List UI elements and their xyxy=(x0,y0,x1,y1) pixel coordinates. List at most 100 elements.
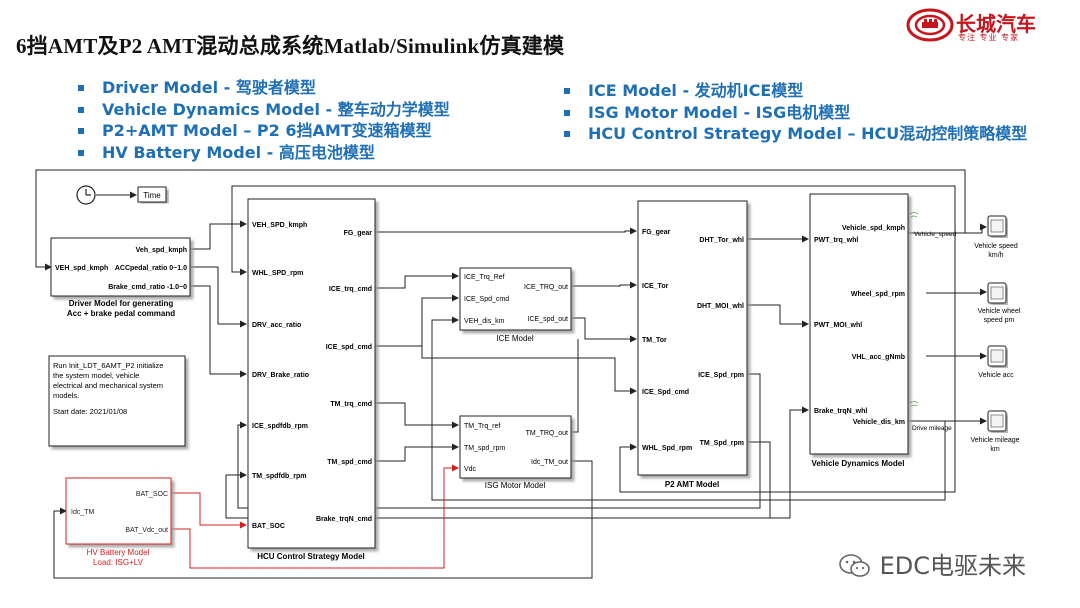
port-label: Brake_trqN_cmd xyxy=(316,516,372,523)
scope-vehicle-mileage[interactable]: Vehicle mileage km xyxy=(970,410,1020,453)
bullet-item: HV Battery Model - 高压电池模型 xyxy=(76,142,450,164)
block-caption: Driver Model for generating xyxy=(69,299,174,308)
port-label: FG_gear xyxy=(642,229,671,236)
port-label: ICE_spd_out xyxy=(528,316,569,323)
block-caption: P2 AMT Model xyxy=(665,480,719,489)
block-caption: HCU Control Strategy Model xyxy=(257,552,365,561)
time-display-block[interactable] xyxy=(137,186,167,203)
port-label: BAT_SOC xyxy=(252,523,285,530)
note-date: Start date: 2021/01/08 xyxy=(53,407,127,416)
port-label: VEH_SPD_kmph xyxy=(252,222,307,229)
port-label: ACCpedal_ratio 0~1.0 xyxy=(115,265,187,272)
driver-model-block[interactable]: VEH_spd_kmph Veh_spd_kmph ACCpedal_ratio… xyxy=(50,237,191,318)
port-label: VEH_spd_kmph xyxy=(55,265,108,272)
port-label: ICE_spd_cmd xyxy=(326,344,372,351)
port-label: TM_TRQ_out xyxy=(526,430,568,437)
note-line: Run Init_LDT_6AMT_P2 initialize xyxy=(53,361,163,370)
port-label: PWT_trq_whl xyxy=(814,237,858,244)
scope-label: Vehicle mileage xyxy=(970,437,1019,444)
port-label: Idc_TM_out xyxy=(531,459,568,466)
port-label: FG_gear xyxy=(344,230,373,237)
scope-vehicle-acc[interactable]: Vehicle acc xyxy=(978,345,1014,379)
port-label: DRV_acc_ratio xyxy=(252,322,301,329)
block-caption: Vehicle Dynamics Model xyxy=(812,459,905,468)
port-label: TM_trq_cmd xyxy=(330,401,372,408)
scope-icon xyxy=(990,286,1004,300)
brand-name: 长城汽车 xyxy=(956,12,1036,36)
port-label: ICE_Spd_rpm xyxy=(698,372,744,379)
port-label: TM_Tor xyxy=(642,337,667,344)
port-label: Idc_TM xyxy=(71,509,95,516)
wechat-icon xyxy=(839,554,870,577)
port-label: WHL_SPD_rpm xyxy=(252,270,303,277)
port-label: BAT_SOC xyxy=(136,491,168,498)
port-label: TM_spd_rpm xyxy=(464,445,505,452)
block-caption: Load: ISG+LV xyxy=(93,558,144,567)
scope-label: Vehicle speed xyxy=(974,243,1018,250)
clock-block[interactable]: Time xyxy=(76,185,167,205)
port-label: Vehicle_dis_km xyxy=(853,419,905,426)
port-label: TM_Trq_ref xyxy=(464,423,500,430)
port-label: ICE_Spd_cmd xyxy=(464,296,509,303)
signal-label: Vehicle_speed xyxy=(914,231,957,238)
scope-label: km/h xyxy=(988,252,1003,259)
port-label: ICE_Tor xyxy=(642,283,669,290)
scope-icon xyxy=(990,349,1004,363)
isg-motor-model-block[interactable]: TM_Trq_ref TM_spd_rpm Vdc TM_TRQ_out Idc… xyxy=(459,415,572,490)
bullet-item: Driver Model - 驾驶者模型 xyxy=(76,77,450,99)
hv-battery-model-block[interactable]: Idc_TM BAT_SOC BAT_Vdc_out HV Battery Mo… xyxy=(65,477,172,567)
port-label: ICE_Spd_cmd xyxy=(642,389,689,396)
note-line: electrical and mechanical system xyxy=(53,381,163,390)
port-label: PWT_MOI_whl xyxy=(814,322,862,329)
port-label: TM_spdfdb_rpm xyxy=(252,473,306,480)
port-label: TM_spd_cmd xyxy=(327,459,372,466)
port-label: ICE_trq_cmd xyxy=(329,286,372,293)
scope-label: Vehicle wheel xyxy=(978,308,1021,315)
p2-amt-model-block[interactable]: FG_gear ICE_Tor TM_Tor ICE_Spd_cmd WHL_S… xyxy=(637,200,748,489)
init-note-block: Run Init_LDT_6AMT_P2 initialize the syst… xyxy=(48,355,186,447)
great-wall-emblem-icon xyxy=(906,8,954,42)
bullet-item: HCU Control Strategy Model – HCU混动控制策略模型 xyxy=(562,123,1027,145)
port-label: DHT_MOI_whl xyxy=(697,303,744,310)
signal-logging-icon xyxy=(909,401,919,407)
port-label: ICE_spdfdb_rpm xyxy=(252,423,308,430)
hcu-control-strategy-block[interactable]: VEH_SPD_kmph WHL_SPD_rpm DRV_acc_ratio D… xyxy=(247,198,376,561)
port-label: VEH_dis_km xyxy=(464,318,505,325)
signal-labels: Vehicle_speed Drive mileage xyxy=(909,212,957,432)
port-label: Veh_spd_kmph xyxy=(136,247,187,254)
port-label: TM_Spd_rpm xyxy=(700,440,744,447)
brand-slogan: 专注 专业 专家 xyxy=(958,33,1020,42)
bullet-list-left: Driver Model - 驾驶者模型 Vehicle Dynamics Mo… xyxy=(76,77,450,163)
port-label: Wheel_spd_rpm xyxy=(851,291,905,298)
port-label: WHL_Spd_rpm xyxy=(642,445,692,452)
scope-icon xyxy=(990,414,1004,428)
bullet-item: Vehicle Dynamics Model - 整车动力学模型 xyxy=(76,99,450,121)
block-caption: ISG Motor Model xyxy=(485,481,546,490)
ice-model-block[interactable]: ICE_Trq_Ref ICE_Spd_cmd VEH_dis_km ICE_T… xyxy=(459,267,572,343)
page-title: 6挡AMT及P2 AMT混动总成系统Matlab/Simulink仿真建模 xyxy=(16,34,565,58)
watermark-text: EDC电驱未来 xyxy=(879,552,1027,580)
bullet-item: ISG Motor Model - ISG电机模型 xyxy=(562,102,1027,124)
port-label: Brake_cmd_ratio -1.0~0 xyxy=(108,284,187,291)
bullet-item: P2+AMT Model – P2 6挡AMT变速箱模型 xyxy=(76,120,450,142)
signal-label: Drive mileage xyxy=(912,425,952,432)
scope-label: speed pm xyxy=(984,317,1015,324)
vehicle-dynamics-model-block[interactable]: PWT_trq_whl PWT_MOI_whl Brake_trqN_whl V… xyxy=(809,193,909,468)
signal-logging-icon xyxy=(909,212,919,218)
port-label: ICE_TRQ_out xyxy=(524,284,568,291)
signal-lines xyxy=(35,169,987,579)
bullet-item: ICE Model - 发动机ICE模型 xyxy=(562,80,1027,102)
scope-vehicle-speed[interactable]: Vehicle speed km/h xyxy=(974,215,1018,259)
scope-vehicle-wheel-speed[interactable]: Vehicle wheel speed pm xyxy=(978,282,1021,324)
port-label: DHT_Tor_whl xyxy=(699,237,744,244)
brand-logo: 长城汽车 专注 专业 专家 xyxy=(906,8,1056,44)
block-caption: ICE Model xyxy=(496,334,534,343)
note-line: the system model, vehicle xyxy=(53,371,139,380)
scope-label: km xyxy=(990,446,1000,453)
port-label: BAT_Vdc_out xyxy=(125,527,168,534)
port-label: Vehicle_spd_kmph xyxy=(842,225,905,232)
block-caption: Acc + brake pedal command xyxy=(67,309,175,318)
port-label: VHL_acc_gNmb xyxy=(852,354,905,361)
note-line: models. xyxy=(53,391,79,400)
